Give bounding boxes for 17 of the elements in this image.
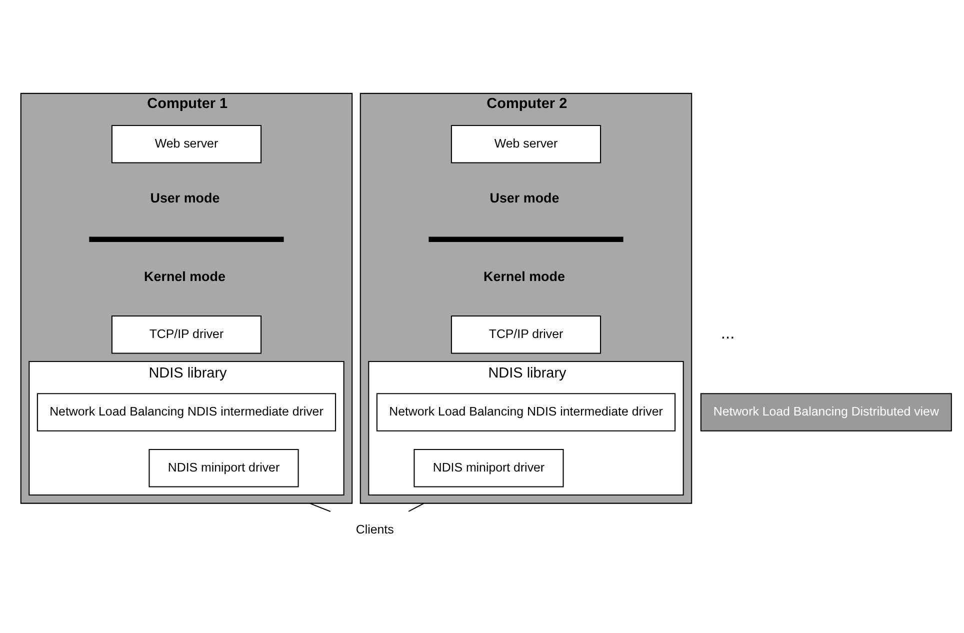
node-text: Clients <box>356 522 394 536</box>
node-box: Network Load Balancing NDIS intermediate driver <box>36 392 336 431</box>
node-box: Web server <box>111 124 262 163</box>
label: Kernel mode <box>484 268 565 284</box>
label: Kernel mode <box>144 268 226 284</box>
connector <box>310 502 331 512</box>
label: User mode <box>490 190 560 206</box>
node-box: NDIS miniport driver <box>414 448 564 487</box>
node-box: Network Load Balancing NDIS intermediate driver <box>376 392 676 431</box>
label: User mode <box>150 190 220 206</box>
node-box: NDIS miniport driver <box>148 448 299 487</box>
connector <box>408 502 424 512</box>
node-box: Web server <box>450 124 602 163</box>
node-box: TCP/IP driver <box>111 314 262 354</box>
label: ... <box>720 323 735 342</box>
node-box: Network Load Balancing Distributed view <box>700 392 952 431</box>
node-box: TCP/IP driver <box>450 314 602 354</box>
